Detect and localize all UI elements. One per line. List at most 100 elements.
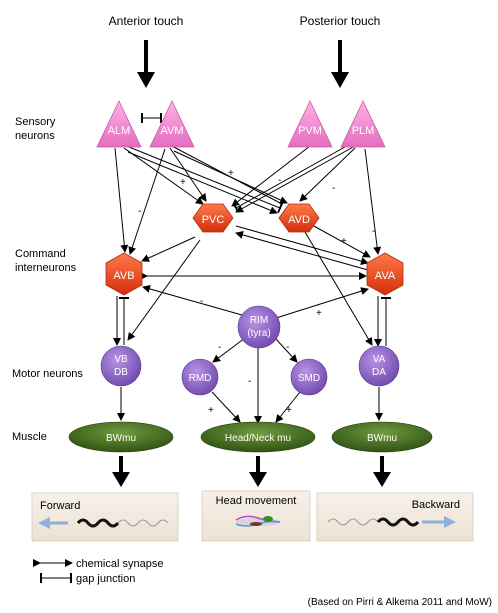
worm-icon <box>76 518 120 528</box>
muscle-bwmu-left: BWmu <box>68 421 174 453</box>
neuron-rim-sublabel: (tyra) <box>247 328 270 339</box>
muscle-label: Muscle <box>12 431 47 443</box>
worm-icon <box>376 517 420 527</box>
neuron-alm: ALM <box>96 100 142 148</box>
neuron-pvc-label: PVC <box>202 214 225 226</box>
neuron-ava-label: AVA <box>375 270 396 282</box>
neuron-ava: AVA <box>366 252 404 296</box>
rim-to-avb <box>142 285 243 316</box>
motor-label: Motor neurons <box>12 368 83 380</box>
plm-to-pvc <box>235 145 356 213</box>
neuron-rim: RIM (tyra) <box>237 305 281 349</box>
sign-minus-1: - <box>332 183 335 194</box>
plm-to-avd <box>299 147 356 202</box>
behavior-head-label: Head movement <box>216 495 297 507</box>
neuron-avb: AVB <box>105 252 143 296</box>
sign-minus-2: - <box>278 175 281 186</box>
muscle-head-label: Head/Neck mu <box>225 433 291 444</box>
neuron-rmd: RMD <box>181 358 219 396</box>
sign-minus-8: - <box>248 376 251 387</box>
rim-to-rmd <box>212 337 246 363</box>
neuron-rim-label: RIM <box>250 315 268 326</box>
posterior-touch-label: Posterior touch <box>300 14 381 28</box>
worm-head-icon <box>235 515 281 527</box>
neuron-alm-label: ALM <box>108 125 131 137</box>
sign-minus-6: - <box>218 342 221 353</box>
sign-plus-2: + <box>228 168 234 179</box>
pvm-to-pvc <box>231 145 311 207</box>
pvc-to-ava <box>235 225 369 265</box>
citation: (Based on Pirri & Alkema 2011 and MoW) <box>308 597 492 608</box>
command-label-line2: interneurons <box>15 262 77 274</box>
neuron-avm: AVM <box>149 100 195 148</box>
sign-minus-4: - <box>372 226 375 237</box>
neuron-smd: SMD <box>290 358 328 396</box>
ava-to-pvc <box>235 231 369 271</box>
plm-to-pvc-gap <box>232 142 353 213</box>
avm-to-pvc <box>169 147 207 202</box>
neuron-smd-label: SMD <box>298 373 320 384</box>
sign-minus-5: - <box>200 296 203 307</box>
behavior-backward-label: Backward <box>412 499 460 511</box>
sign-minus-7: - <box>286 342 289 353</box>
posterior-input-arrow <box>331 40 349 88</box>
legend-gap-label: gap junction <box>76 573 135 585</box>
anterior-touch-label: Anterior touch <box>109 14 184 28</box>
sign-plus-1: + <box>180 177 186 188</box>
avm-to-avb <box>128 148 166 255</box>
command-label-line1: Command <box>15 248 66 260</box>
neuron-pvm-label: PVM <box>298 125 322 137</box>
sign-plus-5: + <box>208 405 214 416</box>
alm-to-avd <box>123 144 283 214</box>
pvc-to-vb <box>127 239 201 341</box>
legend: chemical synapse gap junction <box>33 558 163 585</box>
behavior-forward: Forward <box>31 492 179 542</box>
behavior-head-movement: Head movement <box>201 490 311 542</box>
muscle-bwmu-right-label: BWmu <box>367 433 397 444</box>
connection-signs: + + - - - - + - + - - - + + <box>138 168 375 416</box>
sign-plus-4: + <box>316 308 322 319</box>
neuron-avm-label: AVM <box>160 125 183 137</box>
behavior-backward: Backward <box>316 492 474 542</box>
head-output-arrow <box>249 456 267 487</box>
neuron-pvm: PVM <box>287 100 333 148</box>
muscle-head-neck: Head/Neck mu <box>200 421 316 453</box>
connections <box>113 113 391 424</box>
rmd-to-head <box>211 391 241 423</box>
rim-to-ava <box>275 287 369 319</box>
sensory-label-line2: neurons <box>15 130 55 142</box>
plm-to-ava <box>364 148 382 255</box>
rim-to-smd <box>274 337 298 363</box>
backward-output-arrow <box>373 456 391 487</box>
neuron-vb-db: VB DB <box>100 345 142 387</box>
pvc-to-avb <box>141 236 196 262</box>
forward-output-arrow <box>112 456 130 487</box>
neuron-plm: PLM <box>340 100 386 148</box>
muscle-bwmu-left-label: BWmu <box>106 433 136 444</box>
neuron-plm-label: PLM <box>352 125 375 137</box>
behavior-forward-label: Forward <box>40 500 80 512</box>
sign-plus-3: + <box>341 236 347 247</box>
neuron-va-da: VA DA <box>358 345 400 387</box>
avd-to-va <box>304 231 373 346</box>
alm-to-avb <box>114 147 129 253</box>
neuron-avb-label: AVB <box>113 270 134 282</box>
neuron-da-label: DA <box>372 367 386 378</box>
neuron-avd-label: AVD <box>288 214 310 226</box>
avd-to-ava <box>311 224 371 258</box>
legend-chemical-label: chemical synapse <box>76 558 163 570</box>
neuron-vb-label: VB <box>114 354 128 365</box>
sensory-label-line1: Sensory <box>15 116 56 128</box>
smd-to-head <box>275 391 301 423</box>
muscle-bwmu-right: BWmu <box>331 421 433 453</box>
alm-to-pvc <box>123 147 204 205</box>
neuron-rmd-label: RMD <box>189 373 212 384</box>
neuron-pvc: PVC <box>192 203 234 233</box>
anterior-input-arrow <box>137 40 155 88</box>
neuron-va-label: VA <box>373 354 386 365</box>
neuron-avd: AVD <box>278 203 320 233</box>
neuron-db-label: DB <box>114 367 128 378</box>
sign-minus-3: - <box>138 206 141 217</box>
